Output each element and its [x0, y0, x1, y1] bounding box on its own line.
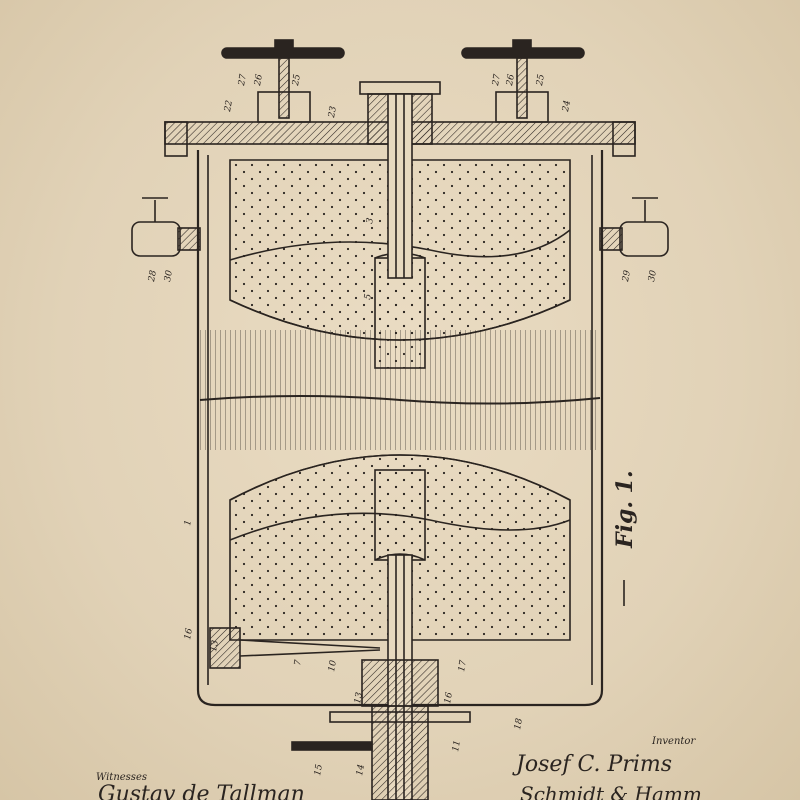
numeral-30-left: 30	[163, 269, 175, 282]
ribbed-band-upper	[200, 330, 600, 400]
witness-signature: Gustav de Tallman	[98, 782, 305, 800]
numeral-17: 17	[457, 659, 469, 672]
inventor-signature-2: Schmidt & Hamm	[520, 782, 702, 800]
numeral-13-left: 13	[209, 639, 221, 652]
bottom-lever	[291, 741, 373, 751]
figure-label: Fig. 1.	[612, 470, 638, 548]
numeral-27-left: 27	[237, 73, 249, 87]
numeral-25-right: 25	[535, 73, 547, 87]
numeral-3: 3	[365, 217, 376, 225]
numeral-16-left: 16	[183, 627, 195, 640]
left-handwheel	[221, 39, 345, 123]
right-tap	[599, 197, 669, 257]
central-shaft-upper	[387, 93, 413, 279]
numeral-25-left: 25	[291, 73, 303, 87]
numeral-22: 22	[223, 99, 235, 113]
numeral-30-right: 30	[647, 269, 659, 282]
numeral-15: 15	[313, 763, 325, 776]
numeral-7: 7	[293, 659, 304, 667]
right-handwheel	[461, 39, 585, 123]
numeral-24: 24	[561, 99, 573, 113]
numeral-28: 28	[147, 269, 159, 283]
ribbed-band-lower	[200, 400, 600, 450]
numeral-18: 18	[513, 717, 525, 730]
numeral-26-right: 26	[505, 73, 517, 87]
numeral-16-right: 16	[443, 691, 455, 704]
inventor-signature: Josef C. Prims	[516, 752, 673, 777]
numeral-26-left: 26	[253, 73, 265, 87]
reference-numerals: 27 26 25 22 23 27 26 25 24 28 30 29 30 3…	[147, 73, 659, 776]
numeral-13-right: 13	[353, 691, 365, 704]
numeral-11: 11	[451, 740, 463, 753]
numeral-14: 14	[355, 763, 367, 776]
numeral-23: 23	[327, 105, 339, 119]
numeral-10: 10	[327, 659, 339, 672]
drain-spout	[209, 627, 241, 669]
left-tap	[131, 197, 201, 257]
inventor-label: Inventor	[652, 736, 696, 747]
central-outlet	[359, 81, 441, 95]
witnesses-label: Witnesses	[96, 772, 147, 783]
numeral-29: 29	[621, 269, 633, 283]
bottom-hub	[361, 659, 439, 707]
numeral-5: 5	[363, 293, 374, 301]
filter-vessel	[131, 39, 669, 800]
numeral-1: 1	[183, 519, 194, 526]
lower-filter-drum	[229, 454, 571, 641]
numeral-27-right: 27	[491, 73, 503, 87]
